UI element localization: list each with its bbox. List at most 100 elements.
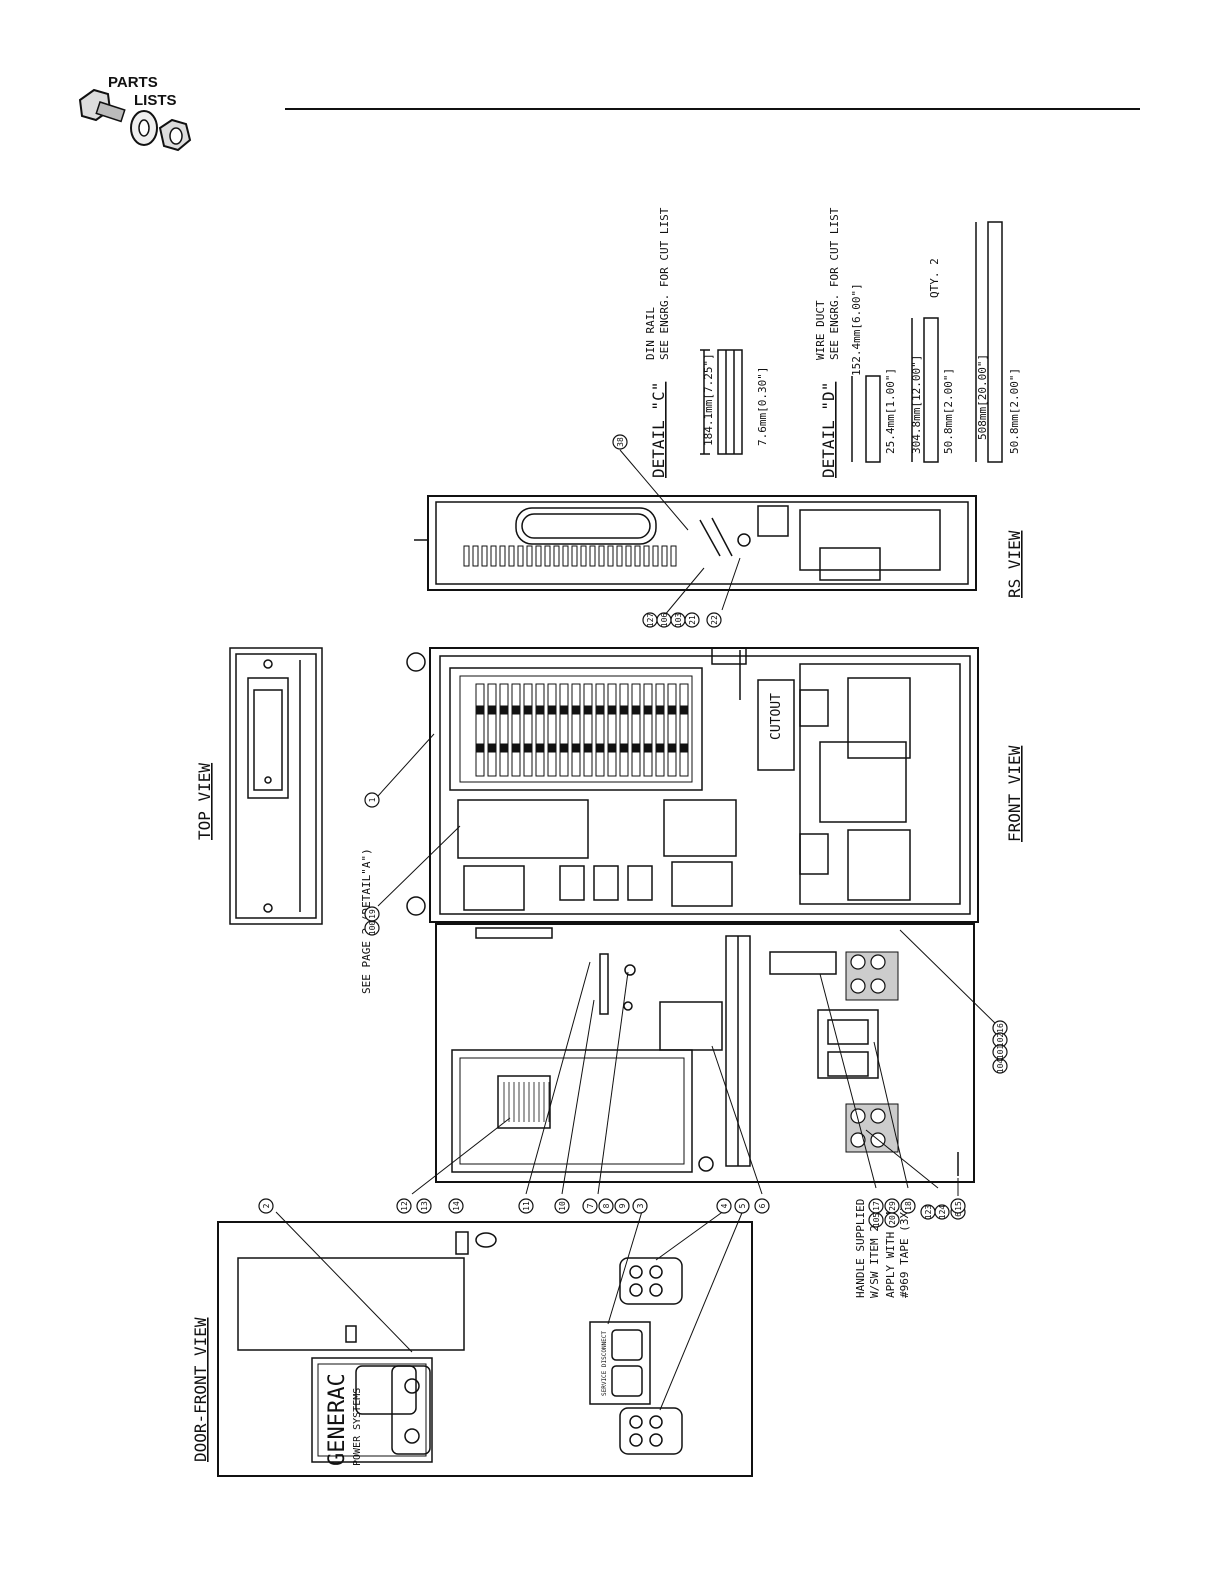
- callout-29: 29: [884, 1198, 900, 1214]
- callout-label: 7: [586, 1203, 595, 1208]
- callout-18: 18: [900, 1198, 916, 1214]
- callout-label: 11: [522, 1201, 531, 1211]
- callout-101: 101: [992, 1044, 1008, 1060]
- callout-label: 13: [420, 1201, 429, 1211]
- detail-d-dim3: 304.8mm[12.00"]: [910, 355, 923, 454]
- callout-label: 104: [996, 1059, 1005, 1074]
- callout-label: 19: [368, 909, 377, 919]
- top-view-title: TOP VIEW: [195, 763, 214, 840]
- callout-label: 127: [646, 613, 655, 628]
- callout-label: 18: [904, 1201, 913, 1211]
- callout-label: 2: [262, 1203, 271, 1208]
- callout-5: 5: [734, 1198, 750, 1214]
- see-page-note: SEE PAGE 2 (DETAIL"A"): [360, 848, 373, 994]
- apply-note1: APPLY WITH 3M: [884, 1212, 897, 1298]
- callout-19: 19: [364, 906, 380, 922]
- detail-d-dim4: 50.8mm[2.00"]: [942, 368, 955, 454]
- handle-note1: HANDLE SUPPLIED: [854, 1199, 867, 1298]
- callout-label: 5: [738, 1203, 747, 1208]
- brand-sub: POWER SYSTEMS: [352, 1388, 363, 1466]
- callout-123: 123: [920, 1204, 936, 1220]
- handle-note2: W/SW ITEM 23: [868, 1219, 881, 1298]
- brand-name: GENERAC: [325, 1373, 350, 1466]
- callout-15: 15: [950, 1198, 966, 1214]
- rs-view: [414, 495, 977, 591]
- callout-label: 124: [938, 1205, 947, 1220]
- detail-d-dim1: 152.4mm[6.00"]: [850, 283, 863, 376]
- detail-d-dim6: 50.8mm[2.00"]: [1008, 368, 1021, 454]
- front-view: [406, 647, 979, 923]
- detail-d-qty: QTY. 2: [928, 258, 941, 298]
- callout-label: 22: [710, 615, 719, 625]
- callout-13: 13: [416, 1198, 432, 1214]
- callout-label: 17: [872, 1201, 881, 1211]
- callout-label: 12: [400, 1201, 409, 1211]
- callout-106: 106: [656, 612, 672, 628]
- detail-d-dim2: 25.4mm[1.00"]: [884, 368, 897, 454]
- callout-10: 10: [554, 1198, 570, 1214]
- door-front-view: [217, 1221, 753, 1477]
- callout-label: 4: [720, 1203, 729, 1208]
- detail-c-desc2: SEE ENGRG. FOR CUT LIST: [658, 207, 671, 360]
- callout-8: 8: [598, 1198, 614, 1214]
- callout-4: 4: [716, 1198, 732, 1214]
- callout-20: 20: [884, 1212, 900, 1228]
- detail-d-dim5: 508mm[20.00"]: [976, 354, 989, 440]
- bolt-nut-washer-icon: [78, 88, 192, 152]
- callout-label: 8: [602, 1203, 611, 1208]
- callout-17: 17: [868, 1198, 884, 1214]
- detail-d-desc1: WIRE DUCT: [814, 300, 827, 360]
- detail-c-drawing: [700, 349, 743, 455]
- callout-label: 16: [996, 1023, 1005, 1033]
- callout-9: 9: [614, 1198, 630, 1214]
- callout-label: 102: [996, 1033, 1005, 1048]
- callout-100: 100: [364, 920, 380, 936]
- detail-d-drawing: [851, 221, 1003, 463]
- callout-label: 1: [368, 797, 377, 802]
- callout-label: 106: [660, 613, 669, 628]
- callout-label: 100: [368, 921, 377, 936]
- callout-label: 6: [758, 1203, 767, 1208]
- detail-d-title: DETAIL "D": [819, 382, 838, 478]
- logo-line2: LISTS: [134, 92, 177, 109]
- callout-1: 1: [364, 792, 380, 808]
- top-view: [229, 647, 323, 925]
- callout-label: 123: [924, 1205, 933, 1220]
- detail-c-desc1: DIN RAIL: [644, 307, 657, 360]
- rs-view-title: RS VIEW: [1005, 530, 1024, 598]
- callout-label: 21: [688, 615, 697, 625]
- callout-12: 12: [396, 1198, 412, 1214]
- detail-d-desc2: SEE ENGRG. FOR CUT LIST: [828, 207, 841, 360]
- service-label: SERVICE DISCONNECT: [601, 1331, 608, 1396]
- callout-3: 3: [632, 1198, 648, 1214]
- callout-label: 29: [888, 1201, 897, 1211]
- callout-127: 127: [642, 612, 658, 628]
- apply-note2: #969 TAPE (3X): [898, 1205, 911, 1298]
- callout-6: 6: [754, 1198, 770, 1214]
- callout-22: 22: [706, 612, 722, 628]
- callout-label: 3: [636, 1203, 645, 1208]
- callout-124: 124: [934, 1204, 950, 1220]
- callout-105: 105: [868, 1212, 884, 1228]
- callout-label: 9: [618, 1203, 627, 1208]
- callout-38: 38: [612, 434, 628, 450]
- door-front-view-title: DOOR-FRONT VIEW: [191, 1317, 210, 1462]
- detail-c-title: DETAIL "C": [649, 382, 668, 478]
- callout-label: 20: [888, 1215, 897, 1225]
- front-view-title: FRONT VIEW: [1005, 745, 1024, 842]
- callout-104: 104: [992, 1058, 1008, 1074]
- callout-7: 7: [582, 1198, 598, 1214]
- callout-14: 14: [448, 1198, 464, 1214]
- callout-label: 105: [872, 1213, 881, 1228]
- callout-21: 21: [684, 612, 700, 628]
- logo-line1: PARTS: [108, 74, 158, 91]
- callout-2: 2: [258, 1198, 274, 1214]
- callout-label: 101: [996, 1045, 1005, 1060]
- detail-c-dim2: 7.6mm[0.30"]: [756, 367, 769, 446]
- inner-panel-view: [435, 923, 975, 1183]
- callout-label: 103: [674, 613, 683, 628]
- callout-103: 103: [670, 612, 686, 628]
- callout-11: 11: [518, 1198, 534, 1214]
- header-rule: [285, 108, 1140, 110]
